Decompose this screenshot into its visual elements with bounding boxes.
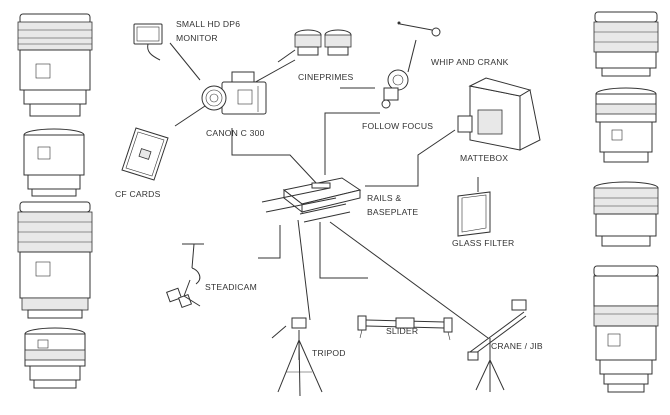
mattebox-icon <box>457 77 541 151</box>
tripod-icon <box>271 317 323 397</box>
label-steadicam: STEADICAM <box>205 282 257 292</box>
monitor-icon <box>133 23 163 61</box>
label-canon-c300: CANON C 300 <box>206 128 265 138</box>
label-crane-jib: CRANE / JIB <box>491 341 543 351</box>
glass-filter-icon <box>457 191 491 237</box>
lens-icon <box>23 128 85 197</box>
lens-icon <box>595 87 657 163</box>
label-follow-focus: FOLLOW FOCUS <box>362 121 434 131</box>
label-rails-line2: BASEPLATE <box>367 207 419 217</box>
rails-baseplate-icon <box>261 177 362 223</box>
label-cf-cards: CF CARDS <box>115 189 161 199</box>
cf-card-icon <box>121 127 169 181</box>
lens-icon <box>593 181 659 247</box>
cineprime-lens-icon <box>294 29 352 56</box>
label-cineprimes: CINEPRIMES <box>298 72 354 82</box>
label-tripod: TRIPOD <box>312 348 346 358</box>
lens-icon <box>17 13 93 117</box>
label-slider: SLIDER <box>386 326 419 336</box>
follow-focus-icon <box>381 69 409 109</box>
label-whip-crank: WHIP AND CRANK <box>431 57 509 67</box>
slider-icon <box>357 315 453 341</box>
camera-icon <box>201 71 267 115</box>
lens-icon <box>17 201 93 319</box>
label-glass-filter: GLASS FILTER <box>452 238 515 248</box>
crane-jib-icon <box>467 299 527 392</box>
lens-icon <box>24 327 86 389</box>
lens-icon <box>593 265 659 393</box>
whip-crank-icon <box>397 21 441 37</box>
connector-lines <box>169 39 489 339</box>
label-monitor-line1: SMALL HD DP6 <box>176 19 241 29</box>
lens-icon <box>593 11 659 77</box>
steadicam-icon <box>166 243 204 309</box>
label-monitor-line2: MONITOR <box>176 33 218 43</box>
label-rails-line1: RAILS & <box>367 193 402 203</box>
label-mattebox: MATTEBOX <box>460 153 509 163</box>
